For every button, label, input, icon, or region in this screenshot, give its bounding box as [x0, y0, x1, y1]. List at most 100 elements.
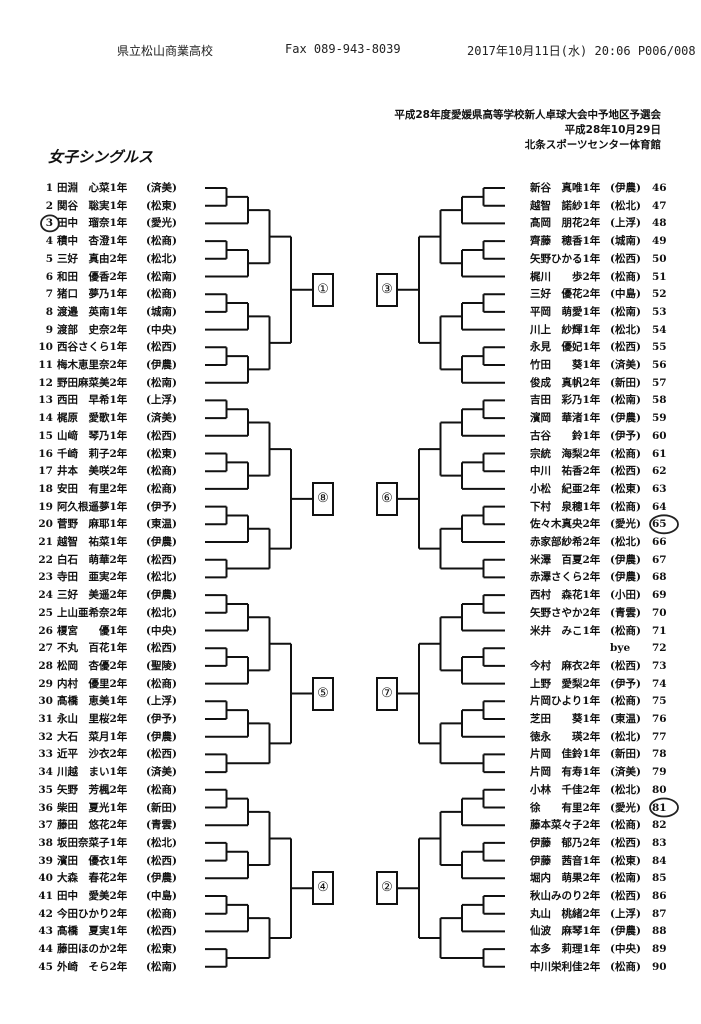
- player-school: (松西): [146, 642, 177, 655]
- player-number: 50: [652, 252, 667, 265]
- player-number: 39: [38, 854, 53, 867]
- player-school: (松西): [146, 429, 177, 442]
- player-number: 23: [38, 571, 53, 584]
- player-number: 73: [652, 659, 667, 672]
- player-number: 24: [38, 589, 53, 602]
- player-number: 8: [45, 305, 53, 318]
- player-number: 14: [38, 412, 53, 425]
- player-number: 31: [38, 713, 53, 725]
- player-number: 32: [38, 730, 53, 743]
- player-school: (済美): [146, 766, 177, 779]
- block-box: ⑤: [312, 676, 334, 711]
- player-number: 36: [38, 801, 53, 814]
- tournament-date: 平成28年10月29日: [564, 124, 661, 136]
- player-number: 33: [38, 748, 53, 761]
- player-name: 丸山 桃緒2年: [530, 907, 601, 920]
- player-row: 65 佐々木真央2年 (愛光): [0, 516, 701, 532]
- player-name: 田淵 心菜1年: [57, 182, 128, 194]
- player-number: 3: [45, 217, 53, 230]
- player-name: 堀内 萌果2年: [530, 872, 601, 885]
- player-school: (伊農): [146, 536, 177, 548]
- fax-datetime-page: 2017年10月11日(水) 20:06 P006/008: [467, 44, 696, 58]
- player-number: 65: [652, 518, 667, 531]
- player-name: 越智 諾紗1年: [530, 199, 601, 212]
- player-row: 47 越智 諾紗1年 (松北): [0, 198, 701, 214]
- player-name: 渡部 史奈2年: [57, 323, 128, 336]
- player-name: 徳永 瑛2年: [530, 730, 601, 743]
- player-name: 川越 まい1年: [57, 766, 128, 779]
- player-school: (中島): [610, 288, 641, 301]
- player-name: 菅野 麻耶1年: [57, 518, 128, 531]
- player-school: (愛光): [146, 217, 177, 230]
- player-name: 山﨑 琴乃1年: [57, 429, 128, 442]
- player-school: (松南): [146, 376, 177, 389]
- player-name: 仙波 麻琴1年: [530, 925, 601, 938]
- player-school: (松東): [610, 854, 641, 867]
- player-school: (城南): [610, 235, 641, 248]
- player-school: (愛光): [610, 518, 641, 531]
- player-school: (城南): [146, 305, 177, 318]
- player-name: 柴田 夏光1年: [57, 801, 128, 814]
- player-school: (松東): [610, 482, 641, 495]
- player-name: 上野 愛梨2年: [530, 677, 601, 690]
- player-name: 寺田 亜実2年: [57, 571, 128, 584]
- player-school: (松北): [610, 199, 641, 212]
- player-name: 髙橋 夏実1年: [57, 925, 128, 938]
- player-name: 佐々木真央2年: [530, 518, 601, 531]
- block-box: ④: [312, 871, 334, 906]
- player-school: (伊農): [610, 412, 641, 425]
- player-school: (松商): [146, 482, 177, 495]
- player-school: (愛光): [610, 801, 641, 814]
- player-name: 米井 みこ1年: [530, 624, 601, 637]
- player-school: (松西): [146, 553, 177, 566]
- player-name: 矢野さやか2年: [530, 606, 601, 619]
- fax-number: Fax 089-943-8039: [285, 42, 401, 56]
- player-number: 78: [652, 748, 667, 761]
- player-school: (伊予): [610, 677, 641, 690]
- player-school: (中島): [146, 890, 177, 902]
- player-number: 16: [38, 447, 53, 460]
- player-number: 44: [38, 943, 53, 956]
- player-school: (新田): [610, 376, 641, 389]
- player-name: 梶川 歩2年: [530, 270, 601, 283]
- player-number: 34: [38, 766, 53, 779]
- player-school: (済美): [146, 182, 177, 194]
- player-name: 越智 祐菜1年: [57, 536, 128, 548]
- player-school: (松商): [146, 677, 177, 690]
- player-number: 76: [652, 713, 667, 725]
- player-name: 安田 有里2年: [57, 482, 128, 495]
- player-name: 吉田 彩乃1年: [530, 394, 601, 407]
- player-school: (松西): [610, 465, 641, 478]
- player-number: 82: [652, 819, 667, 832]
- player-number: 47: [652, 199, 667, 212]
- player-name: 大森 春花2年: [57, 872, 128, 885]
- player-number: 19: [38, 500, 53, 513]
- player-name: 松岡 杏優2年: [57, 659, 128, 672]
- player-number: 55: [652, 341, 667, 354]
- player-name: 不丸 百花1年: [57, 642, 128, 655]
